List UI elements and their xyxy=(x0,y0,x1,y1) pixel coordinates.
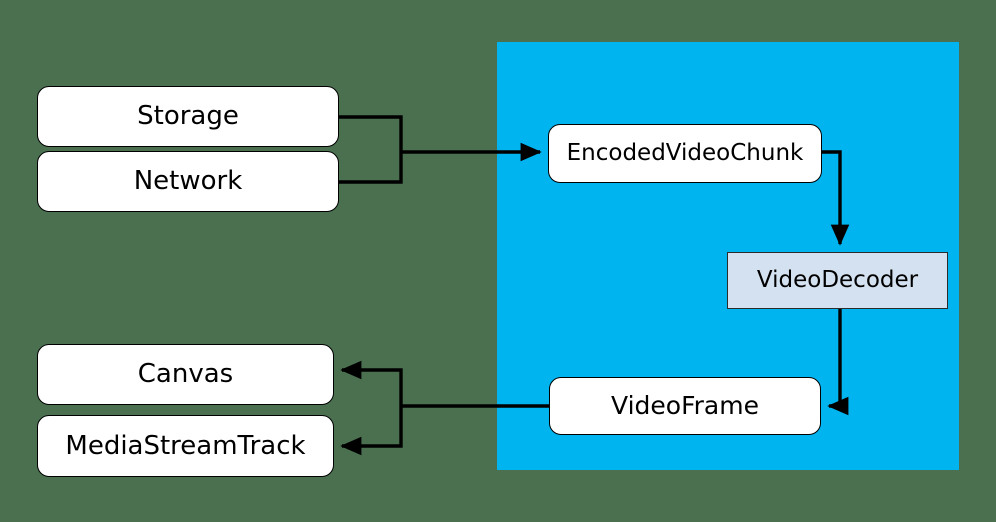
node-canvas-label: Canvas xyxy=(137,359,234,390)
node-mediastreamtrack-label: MediaStreamTrack xyxy=(65,430,306,461)
node-videoframe[interactable]: VideoFrame xyxy=(549,377,821,435)
node-storage[interactable]: Storage xyxy=(37,86,339,147)
edge-junction-to-canvas xyxy=(340,360,403,406)
node-videoframe-label: VideoFrame xyxy=(611,391,759,421)
node-videodecoder-label: VideoDecoder xyxy=(756,266,919,293)
node-network-label: Network xyxy=(133,166,243,197)
node-encodedvideochunk-label: EncodedVideoChunk xyxy=(566,139,804,166)
edge-junction-to-mediastreamtrack xyxy=(340,406,403,456)
edge-network-to-chunk xyxy=(339,152,403,184)
node-encodedvideochunk[interactable]: EncodedVideoChunk xyxy=(548,124,822,183)
node-storage-label: Storage xyxy=(137,101,239,132)
node-mediastreamtrack[interactable]: MediaStreamTrack xyxy=(37,415,334,477)
node-network[interactable]: Network xyxy=(37,151,339,212)
node-videodecoder[interactable]: VideoDecoder xyxy=(727,252,948,309)
node-canvas[interactable]: Canvas xyxy=(37,344,334,405)
edge-storage-to-chunk xyxy=(339,115,403,152)
